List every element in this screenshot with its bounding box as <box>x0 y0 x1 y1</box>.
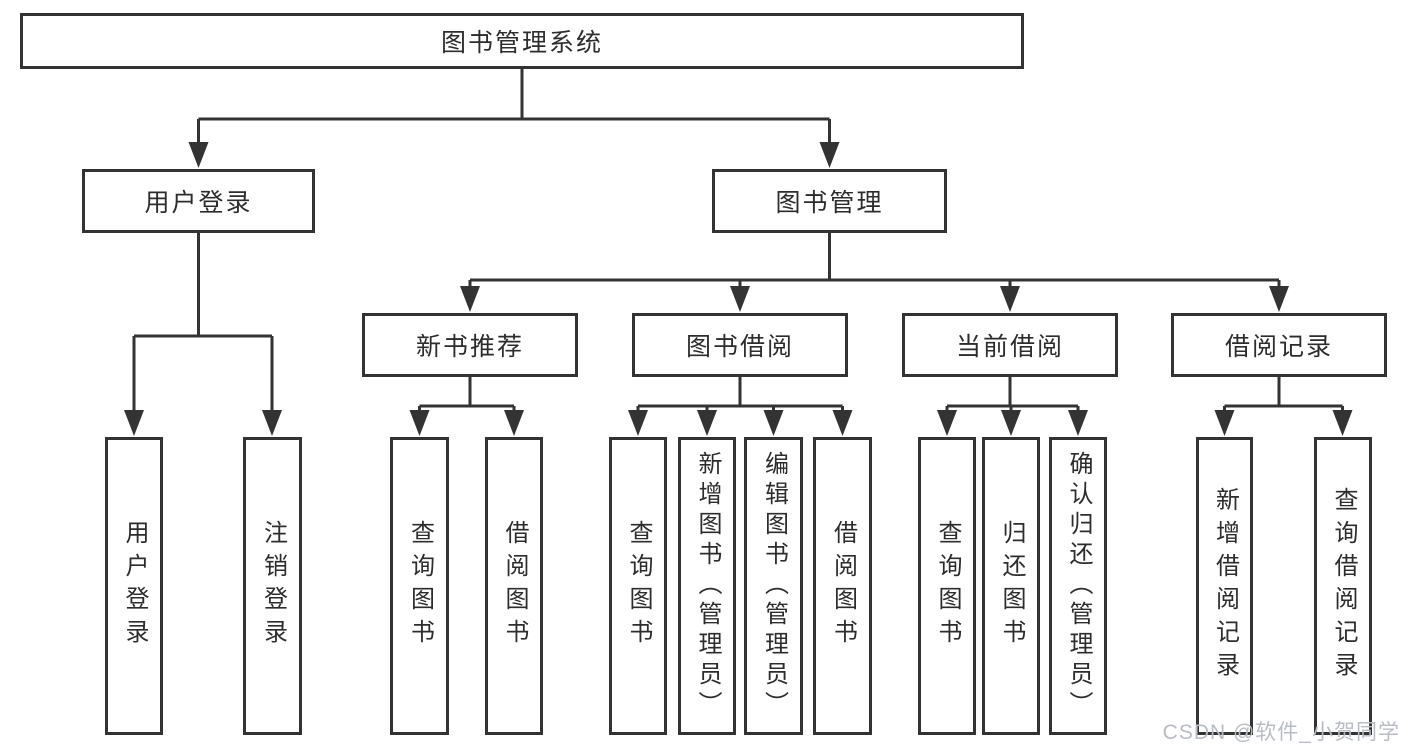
leaf-confirm-return-admin: 确认归还（管理员） <box>1049 437 1107 735</box>
leaf-return-books: 归还图书 <box>982 437 1040 735</box>
leaf-label: 借阅图书 <box>829 520 857 652</box>
leaf-label: 编辑图书（管理员） <box>760 451 788 721</box>
leaf-add-books-admin: 新增图书（管理员） <box>678 437 736 735</box>
csdn-watermark: CSDN @软件_小贺同学 <box>1162 721 1400 744</box>
leaf-query-books-recommend: 查询图书 <box>390 437 449 735</box>
leaf-label: 新增图书（管理员） <box>694 451 721 721</box>
leaf-label: 注销登录 <box>259 520 287 652</box>
leaf-label: 查询图书 <box>934 520 961 652</box>
leaf-logout: 注销登录 <box>243 437 302 735</box>
leaf-label: 查询图书 <box>625 520 652 652</box>
leaf-add-borrow-record: 新增借阅记录 <box>1196 437 1253 735</box>
leaf-label: 查询借阅记录 <box>1330 487 1357 685</box>
leaf-query-books-borrow: 查询图书 <box>609 437 667 735</box>
leaf-edit-books-admin: 编辑图书（管理员） <box>744 437 803 735</box>
leaf-label: 归还图书 <box>998 520 1025 652</box>
leaf-query-books-current: 查询图书 <box>918 437 976 735</box>
node-borrow-records: 借阅记录 <box>1171 313 1387 377</box>
leaf-label: 用户登录 <box>121 520 148 652</box>
node-book-management: 图书管理 <box>712 169 947 233</box>
node-user-login: 用户登录 <box>82 169 315 233</box>
node-label: 借阅记录 <box>1224 333 1333 361</box>
leaf-query-borrow-record: 查询借阅记录 <box>1314 437 1372 735</box>
node-book-borrow: 图书借阅 <box>632 313 848 377</box>
node-library-management-system: 图书管理系统 <box>20 13 1024 69</box>
node-label: 图书管理 <box>775 189 884 217</box>
node-label: 新书推荐 <box>415 333 524 361</box>
leaf-borrow-books-recommend: 借阅图书 <box>485 437 543 735</box>
leaf-label: 借阅图书 <box>501 520 528 652</box>
leaf-borrow-books: 借阅图书 <box>813 437 872 735</box>
node-label: 图书借阅 <box>685 333 794 361</box>
leaf-user-login: 用户登录 <box>105 437 163 735</box>
leaf-label: 确认归还（管理员） <box>1065 451 1092 721</box>
node-label: 图书管理系统 <box>440 29 603 57</box>
arrowheads <box>124 142 1353 436</box>
leaf-label: 新增借阅记录 <box>1211 487 1239 685</box>
node-current-borrow: 当前借阅 <box>902 313 1118 377</box>
leaf-label: 查询图书 <box>406 520 434 652</box>
node-new-book-recommend: 新书推荐 <box>362 313 578 377</box>
node-label: 用户登录 <box>144 189 253 217</box>
node-label: 当前借阅 <box>955 333 1064 361</box>
